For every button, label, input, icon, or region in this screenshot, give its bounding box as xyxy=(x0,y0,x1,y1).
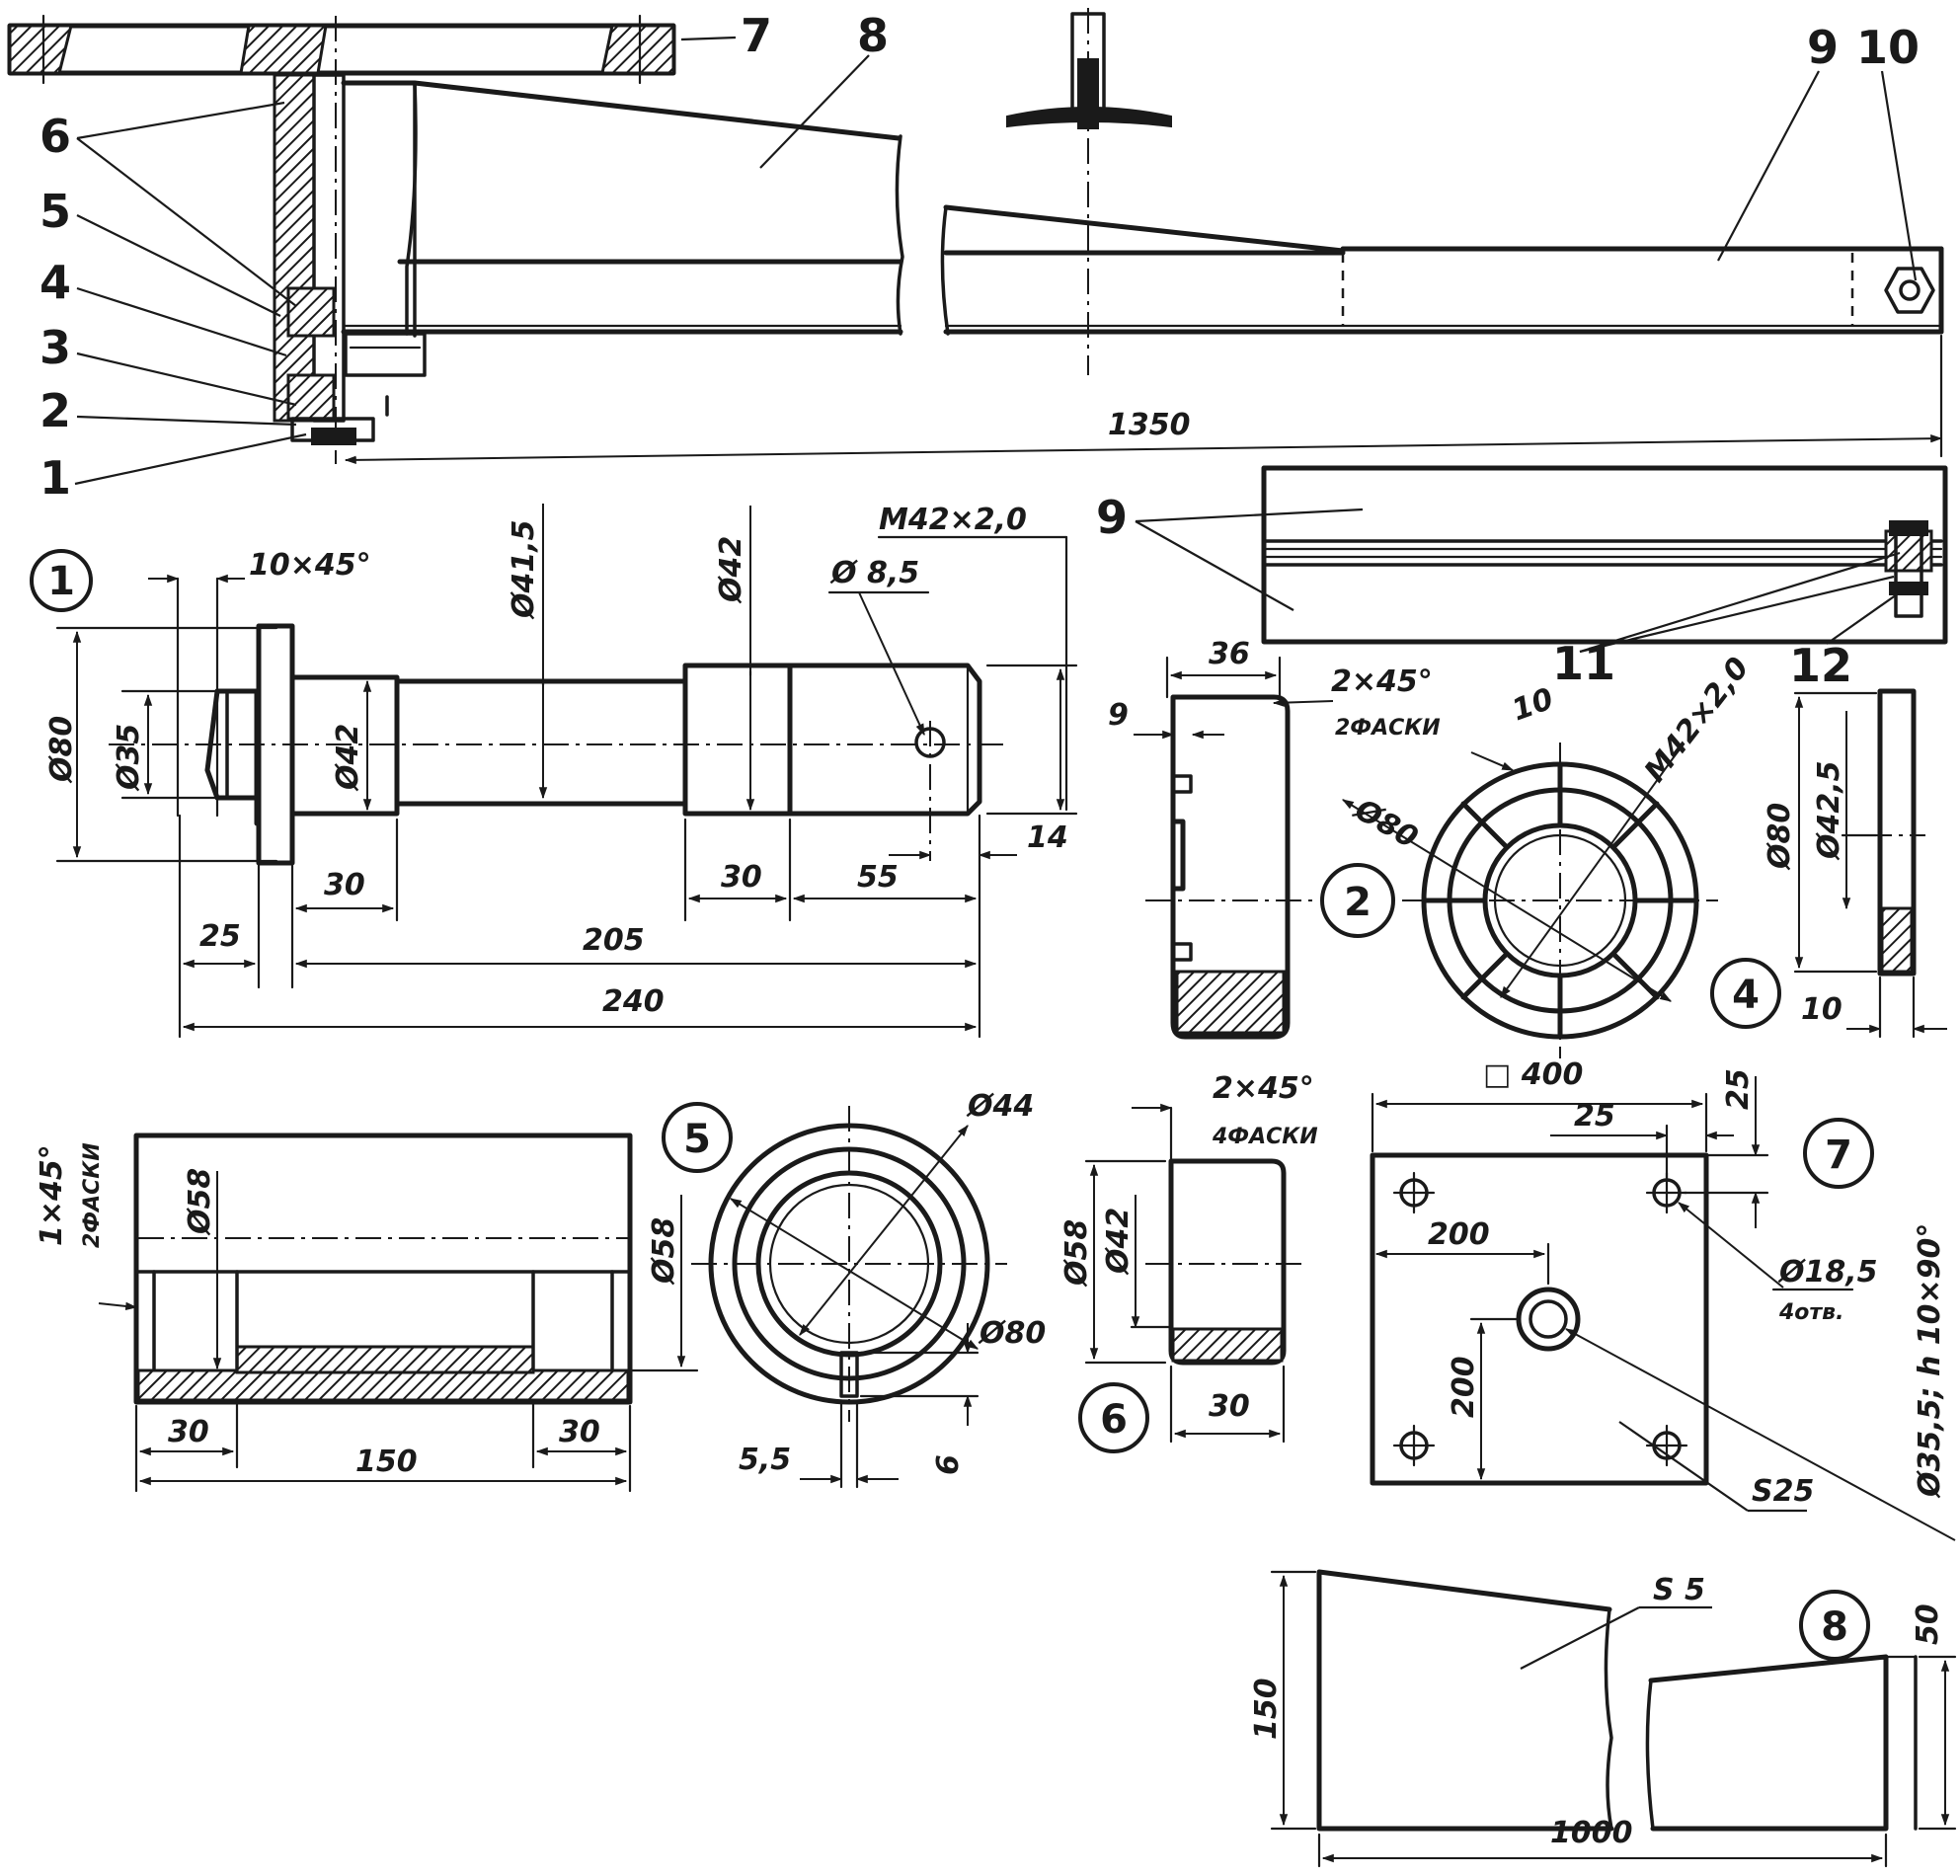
dim-p7-l200b: 200 xyxy=(1447,1356,1481,1418)
detail-mark-5-circle xyxy=(662,1102,733,1173)
dim-p4-d80: Ø80 xyxy=(1763,803,1797,871)
dim-p1-d42a: Ø42 xyxy=(331,724,365,792)
callout-12: 12 xyxy=(1789,639,1852,692)
dim-p1-l55: 55 xyxy=(857,860,899,895)
dim-p5-d44: Ø44 xyxy=(966,1089,1034,1124)
dim-p5-l30b: 30 xyxy=(559,1415,600,1449)
detail-mark-4: 4 xyxy=(1732,973,1760,1018)
part-2-nut: 36 9 2×45° 2ФАСКИ 2 Ø80 10 M42×2,0 xyxy=(1108,637,1757,1058)
dim-p2-chamfer-note: 2ФАСКИ xyxy=(1335,716,1441,741)
dim-p1-chamfer: 10×45° xyxy=(249,548,371,583)
dim-p1-thread: M42×2,0 xyxy=(879,503,1027,537)
dim-p7-l25a: 25 xyxy=(1574,1099,1615,1133)
detail-mark-1-circle xyxy=(30,549,93,612)
detail-mark-8-circle xyxy=(1799,1590,1870,1661)
detail-mark-6: 6 xyxy=(1100,1397,1128,1443)
dim-p6-l30: 30 xyxy=(1209,1389,1250,1424)
dim-overall-length: 1350 xyxy=(1108,408,1191,442)
platform-part-7 xyxy=(7,14,676,85)
part-1-axle: 1 10×45° Ø80 Ø35 Ø42 Ø41,5 Ø42 xyxy=(30,503,1078,1039)
dim-p5-chamfer: 1×45° xyxy=(35,1144,69,1246)
detail-mark-6-circle xyxy=(1078,1382,1149,1453)
callout-8: 8 xyxy=(857,9,889,62)
dim-p8-l1000: 1000 xyxy=(1550,1816,1633,1850)
dim-p1-hole: Ø 8,5 xyxy=(829,556,919,590)
dim-p7-l200a: 200 xyxy=(1428,1217,1490,1252)
part-5-housing: 1×45° 2ФАСКИ Ø58 Ø58 5 30 30 150 Ø44 Ø80 xyxy=(35,1089,1046,1493)
detail-mark-5: 5 xyxy=(683,1117,711,1162)
dim-p2-thread: M42×2,0 xyxy=(1638,651,1757,789)
dim-p1-l240: 240 xyxy=(602,984,665,1019)
callout-9: 9 xyxy=(1807,21,1839,74)
dim-p2-l36: 36 xyxy=(1209,637,1250,671)
callout-2: 2 xyxy=(39,384,71,437)
dim-p8-l50: 50 xyxy=(1911,1603,1945,1645)
dim-p7-l25b: 25 xyxy=(1721,1068,1756,1110)
assembly-view: 1350 7 8 9 10 6 5 4 3 2 1 xyxy=(7,8,1944,505)
detail-mark-2: 2 xyxy=(1344,880,1372,925)
dim-p1-d415: Ø41,5 xyxy=(507,519,541,620)
dim-p1-l30a: 30 xyxy=(324,868,365,902)
detail-mark-4-circle xyxy=(1710,958,1781,1029)
dim-p7-size: □ 400 xyxy=(1483,1057,1583,1092)
dim-p5-d58b: Ø58 xyxy=(647,1217,681,1286)
dim-p8-l150: 150 xyxy=(1249,1678,1284,1740)
dim-p7-thick: S25 xyxy=(1752,1474,1814,1509)
dim-p2-chamfer: 2×45° xyxy=(1331,664,1433,699)
dim-p6-d58: Ø58 xyxy=(1059,1219,1094,1288)
part-8-side-plate: S 5 8 150 50 1000 xyxy=(1249,1569,1957,1868)
callout-1: 1 xyxy=(39,451,71,505)
housing-part-5 xyxy=(273,16,346,464)
beam-part-8 xyxy=(341,80,904,377)
dim-p5-chamfer-note: 2ФАСКИ xyxy=(80,1142,105,1248)
dim-p6-chamfer: 2×45° xyxy=(1213,1071,1314,1106)
detail-mark-8: 8 xyxy=(1821,1604,1848,1650)
callout-5: 5 xyxy=(39,185,71,238)
dim-p5-d80: Ø80 xyxy=(978,1316,1046,1351)
dim-p1-l30b: 30 xyxy=(721,860,762,895)
callout-4: 4 xyxy=(39,256,71,309)
dim-p2-d80: Ø80 xyxy=(1347,792,1423,856)
dim-p5-l55: 5,5 xyxy=(739,1443,791,1477)
callout-3: 3 xyxy=(39,321,71,374)
detail-mark-7-circle xyxy=(1803,1118,1874,1189)
dim-p1-d80: Ø80 xyxy=(44,716,79,784)
part-4-washer: Ø80 Ø42,5 4 10 xyxy=(1710,688,1947,1039)
callout-7: 7 xyxy=(741,9,772,62)
callout-10: 10 xyxy=(1856,21,1920,74)
dim-p2-l10: 10 xyxy=(1508,681,1558,728)
part-6-bushing: 2×45° 4ФАСКИ Ø58 Ø42 6 30 xyxy=(1059,1071,1318,1453)
arm-side-view: 9 11 12 xyxy=(1096,465,1948,692)
part-7-base-plate: □ 400 25 25 7 200 200 Ø18,5 4отв. Ø35,5;… xyxy=(1370,1057,1956,1541)
dim-p5-l150: 150 xyxy=(355,1445,418,1479)
dim-p5-l30a: 30 xyxy=(168,1415,209,1449)
dim-p4-l10: 10 xyxy=(1801,992,1842,1027)
dim-p5-d58a: Ø58 xyxy=(183,1168,217,1236)
dim-p4-d425: Ø42,5 xyxy=(1812,760,1846,861)
detail-mark-7: 7 xyxy=(1825,1133,1852,1178)
dim-p8-thick: S 5 xyxy=(1653,1573,1705,1607)
dim-p2-l9: 9 xyxy=(1108,698,1129,733)
callout-9-side: 9 xyxy=(1096,491,1128,544)
dim-p6-chamfer-note: 4ФАСКИ xyxy=(1212,1125,1318,1149)
dim-p1-d42b: Ø42 xyxy=(714,536,748,604)
dim-p1-l25: 25 xyxy=(199,919,241,954)
dim-p6-d42: Ø42 xyxy=(1101,1208,1136,1276)
detail-mark-1: 1 xyxy=(47,559,75,604)
dim-p5-l6: 6 xyxy=(931,1454,966,1475)
callout-6: 6 xyxy=(39,110,71,163)
dim-p7-hole-note: 4отв. xyxy=(1778,1300,1843,1325)
arm-part-9 xyxy=(940,204,1944,336)
dim-p7-center: Ø35,5; h 10×90° xyxy=(1913,1223,1947,1499)
screw-jack xyxy=(1006,8,1172,375)
dim-p1-l205: 205 xyxy=(583,923,645,958)
dim-p7-hole: Ø18,5 xyxy=(1777,1255,1878,1290)
dim-p1-l14: 14 xyxy=(1027,821,1068,855)
dim-p1-d35: Ø35 xyxy=(112,724,146,792)
